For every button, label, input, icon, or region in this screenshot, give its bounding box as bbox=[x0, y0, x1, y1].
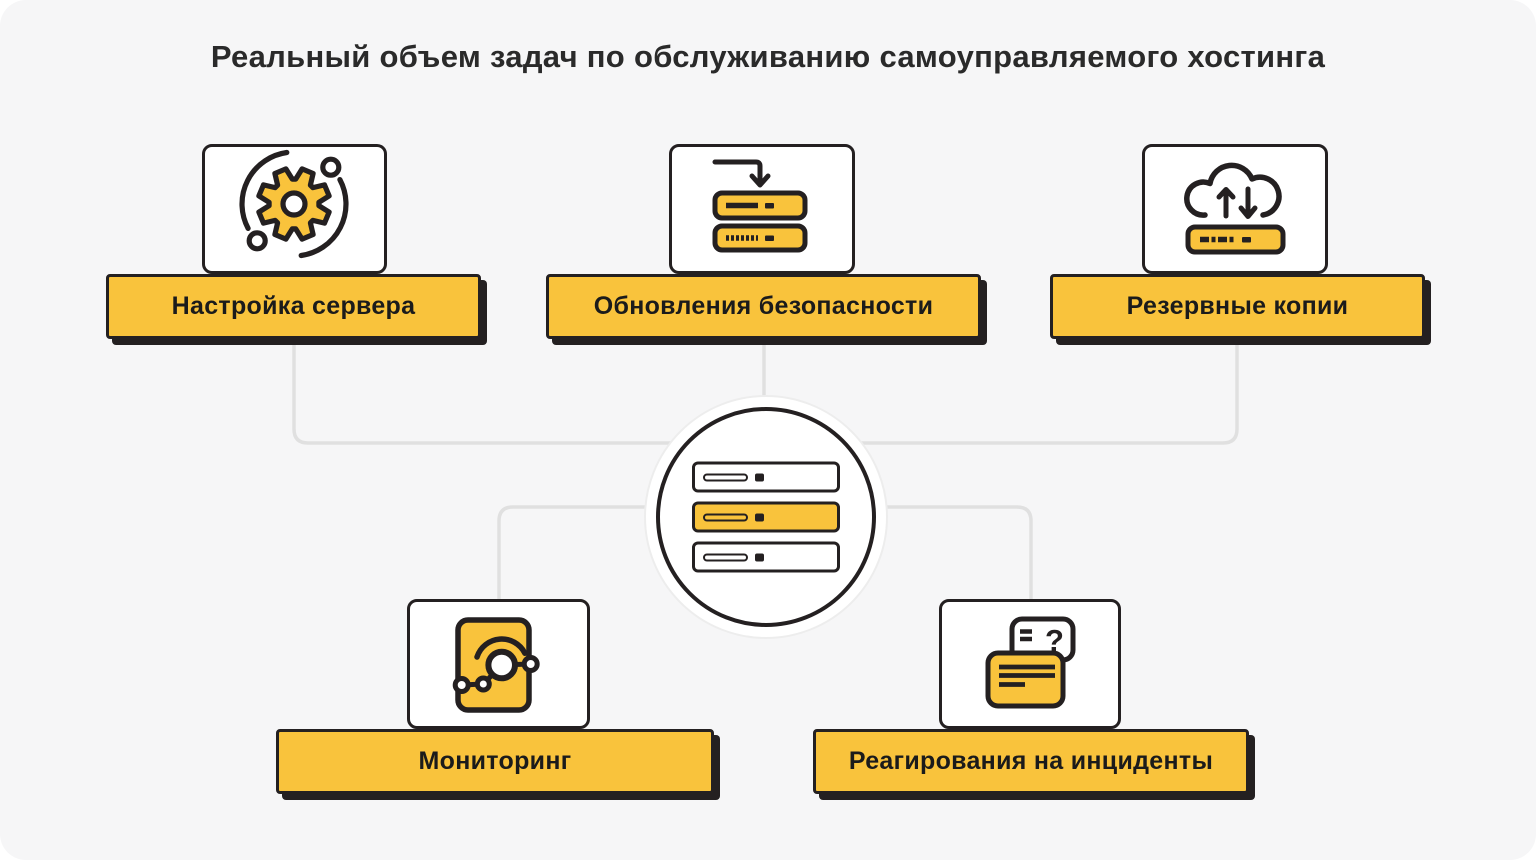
server-setup-label-text: Настройка сервера bbox=[171, 292, 416, 320]
backup-bar bbox=[1185, 224, 1286, 255]
gear-hub bbox=[280, 190, 308, 218]
chart-node-large bbox=[485, 648, 518, 682]
backups-label-text: Резервные копии bbox=[1126, 292, 1349, 320]
signal-arc bbox=[474, 636, 528, 660]
security-updates-label: Обновления безопасности bbox=[546, 274, 981, 339]
server-row-middle bbox=[692, 501, 840, 533]
monitoring-label: Мониторинг bbox=[276, 729, 714, 794]
cloud-backup-icon bbox=[1184, 162, 1286, 255]
chart-dot-3 bbox=[521, 655, 540, 673]
orbit-dot-left bbox=[246, 230, 268, 252]
download-arrow-head bbox=[1238, 205, 1258, 219]
incident-chat-icon: ? bbox=[985, 616, 1076, 709]
server-row-bottom bbox=[692, 541, 840, 573]
server-stack-icon bbox=[656, 407, 876, 627]
server-stack-rows bbox=[692, 461, 840, 573]
server-bar-2 bbox=[712, 223, 808, 253]
central-hub bbox=[644, 395, 888, 639]
monitoring-card bbox=[407, 599, 590, 729]
orbit-arc-left bbox=[239, 149, 290, 231]
server-row-led bbox=[755, 473, 764, 481]
upload-arrow-head bbox=[1216, 187, 1236, 200]
backups-card bbox=[1142, 144, 1328, 274]
backup-bar-dash bbox=[1242, 237, 1251, 243]
orbit-arc-right bbox=[298, 177, 349, 259]
server-row-top bbox=[692, 461, 840, 493]
server-setup-card bbox=[202, 144, 387, 274]
server-row-led bbox=[755, 553, 764, 561]
monitoring-chart-icon bbox=[452, 617, 540, 713]
update-arrow-head bbox=[749, 173, 771, 188]
server-row-led bbox=[755, 513, 764, 521]
server-row-pill bbox=[703, 513, 748, 521]
update-arrow-shaft bbox=[712, 159, 763, 185]
server-update-arrow-icon bbox=[712, 159, 808, 253]
chart-dot-2 bbox=[474, 675, 492, 693]
security-updates-label-text: Обновления безопасности bbox=[593, 292, 934, 320]
page-title: Реальный объем задач по обслуживанию сам… bbox=[210, 39, 1326, 74]
orbit-gear-icon bbox=[239, 149, 349, 259]
chart-dot-1 bbox=[452, 676, 471, 694]
incident-response-card: ? bbox=[939, 599, 1121, 729]
message-bubble bbox=[985, 650, 1066, 709]
server-row-pill bbox=[703, 473, 748, 481]
server-bar-1 bbox=[712, 190, 808, 221]
monitoring-label-text: Мониторинг bbox=[418, 747, 572, 775]
server-bar-2-dash bbox=[765, 235, 774, 241]
question-mark: ? bbox=[1045, 623, 1064, 658]
orbit-dot-right bbox=[320, 156, 342, 178]
incident-response-label: Реагирования на инциденты bbox=[813, 729, 1249, 794]
server-bar-1-dash bbox=[765, 203, 774, 209]
backups-label: Резервные копии bbox=[1050, 274, 1425, 339]
incident-response-label-text: Реагирования на инциденты bbox=[848, 747, 1214, 775]
server-row-pill bbox=[703, 553, 748, 561]
cloud-outline bbox=[1184, 162, 1282, 218]
security-updates-card bbox=[669, 144, 855, 274]
server-setup-label: Настройка сервера bbox=[106, 274, 481, 339]
